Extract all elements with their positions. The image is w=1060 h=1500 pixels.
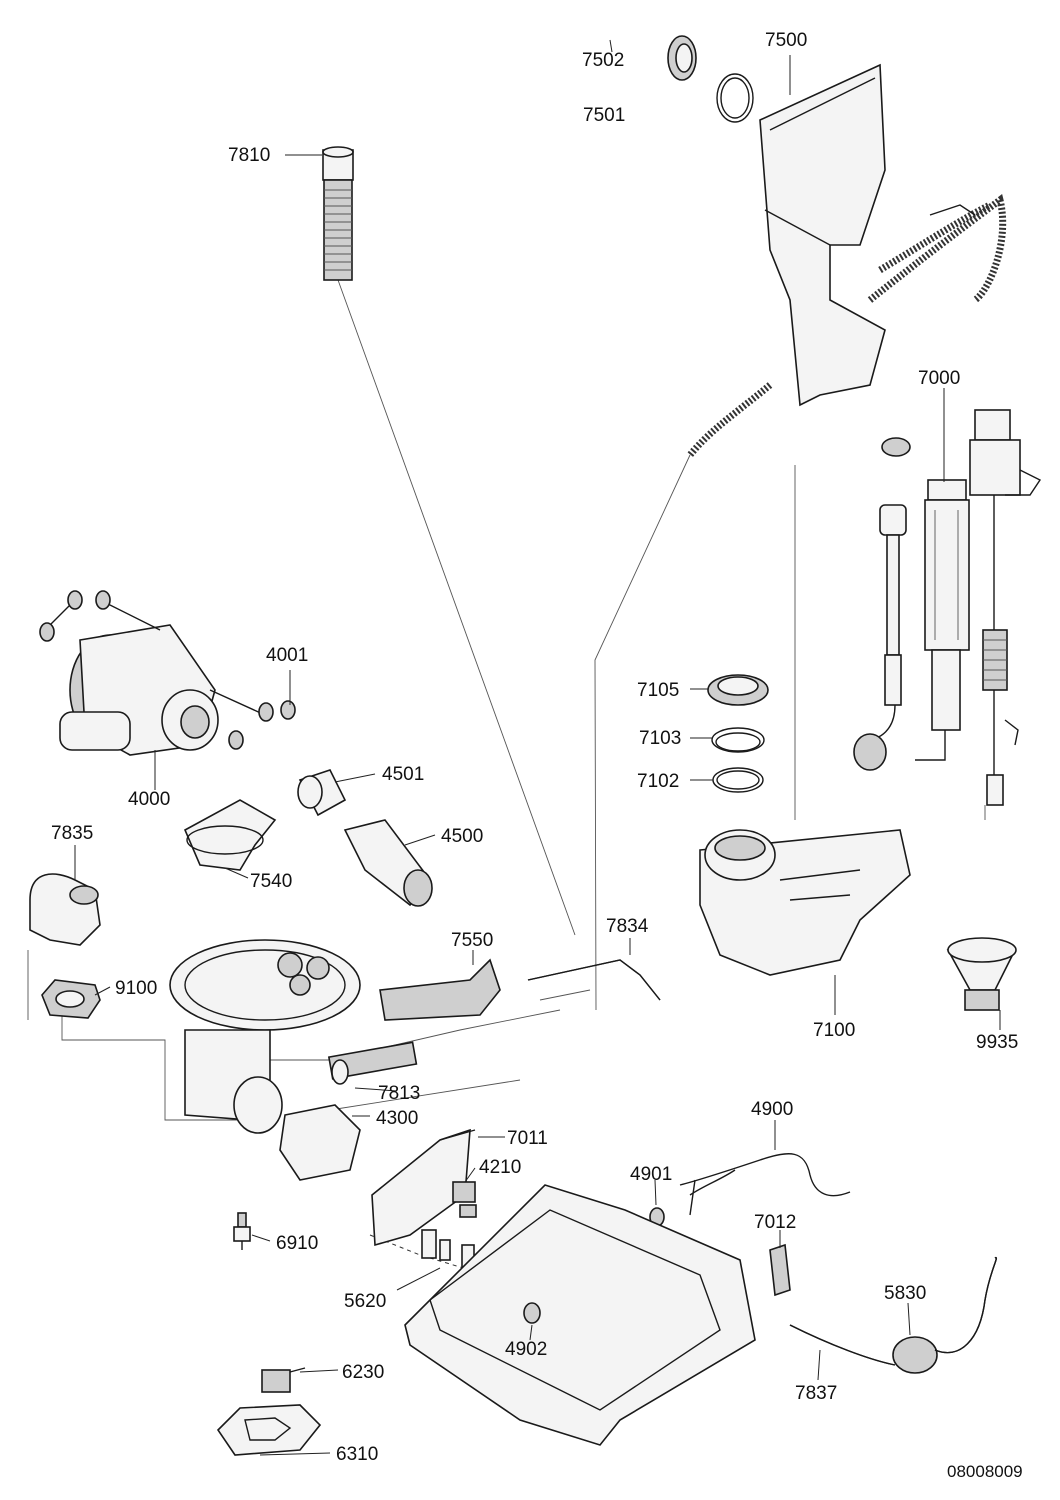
part-7502-cap <box>667 35 697 81</box>
label-7835: 7835 <box>51 823 93 844</box>
label-7540: 7540 <box>250 871 292 892</box>
part-6910-sensor <box>233 1212 251 1250</box>
part-7810-drain-hose <box>322 146 354 281</box>
label-4900: 4900 <box>751 1099 793 1120</box>
label-4000: 4000 <box>128 789 170 810</box>
label-7810: 7810 <box>228 145 270 166</box>
label-4501: 4501 <box>382 764 424 785</box>
part-5620-clips <box>421 1229 475 1268</box>
part-7501-ring <box>716 73 754 123</box>
label-6230: 6230 <box>342 1362 384 1383</box>
label-4001: 4001 <box>266 645 308 666</box>
part-4300-pump <box>279 1104 361 1181</box>
part-4500-sensor-tube <box>343 819 433 907</box>
label-9100: 9100 <box>115 978 157 999</box>
part-4902-plug <box>523 1302 541 1324</box>
part-7105-cap <box>707 674 769 706</box>
drawing-code: 08008009 <box>947 1462 1023 1481</box>
label-7012: 7012 <box>754 1212 796 1233</box>
label-7837: 7837 <box>795 1383 837 1404</box>
label-7000: 7000 <box>918 368 960 389</box>
label-7105: 7105 <box>637 680 679 701</box>
part-7500-panel <box>687 63 1007 458</box>
label-4901: 4901 <box>630 1164 672 1185</box>
label-5830: 5830 <box>884 1283 926 1304</box>
part-7550-hose <box>379 958 501 1021</box>
part-7835-elbow <box>29 873 101 946</box>
part-4501-sleeve <box>297 769 347 817</box>
label-7100: 7100 <box>813 1020 855 1041</box>
label-4500: 4500 <box>441 826 483 847</box>
part-7103-ring <box>711 727 765 753</box>
part-7540-cover <box>183 799 277 871</box>
callout-labels: 7502 7500 7501 7810 7000 4001 7105 7103 … <box>51 30 1023 1481</box>
label-7813: 7813 <box>378 1083 420 1104</box>
label-6310: 6310 <box>336 1444 378 1465</box>
label-4902: 4902 <box>505 1339 547 1360</box>
part-7813-hose <box>327 1041 418 1085</box>
part-6230-switch <box>261 1367 306 1393</box>
part-7100-softener <box>699 829 911 976</box>
part-7012-bracket <box>769 1243 791 1297</box>
part-9100-seal <box>41 979 101 1019</box>
part-base-frame <box>404 1184 756 1446</box>
label-7011: 7011 <box>507 1128 548 1149</box>
guide-lines <box>27 279 986 1271</box>
part-7102-gasket <box>712 767 764 793</box>
part-7000-inlet-assembly <box>853 409 1042 806</box>
label-7502: 7502 <box>582 50 624 71</box>
leader-lines <box>74 39 1001 1456</box>
part-4210-switch <box>452 1181 477 1218</box>
label-7102: 7102 <box>637 771 679 792</box>
part-4000-circulation-pump <box>39 590 296 756</box>
label-6910: 6910 <box>276 1233 318 1254</box>
part-5830-pressure-switch <box>892 1257 997 1374</box>
label-7500: 7500 <box>765 30 807 51</box>
label-9935: 9935 <box>976 1032 1018 1053</box>
part-4900-harness <box>679 1153 851 1216</box>
part-sump <box>169 939 361 1134</box>
part-7834-hose <box>527 959 661 1001</box>
part-7837-hose <box>789 1324 896 1366</box>
label-4210: 4210 <box>479 1157 521 1178</box>
label-5620: 5620 <box>344 1291 386 1312</box>
label-7834: 7834 <box>606 916 649 937</box>
label-7550: 7550 <box>451 930 493 951</box>
label-4300: 4300 <box>376 1108 418 1129</box>
part-6310-float <box>216 1404 322 1456</box>
label-7103: 7103 <box>639 728 681 749</box>
label-7501: 7501 <box>583 105 625 126</box>
part-9935-funnel <box>946 937 1017 1011</box>
